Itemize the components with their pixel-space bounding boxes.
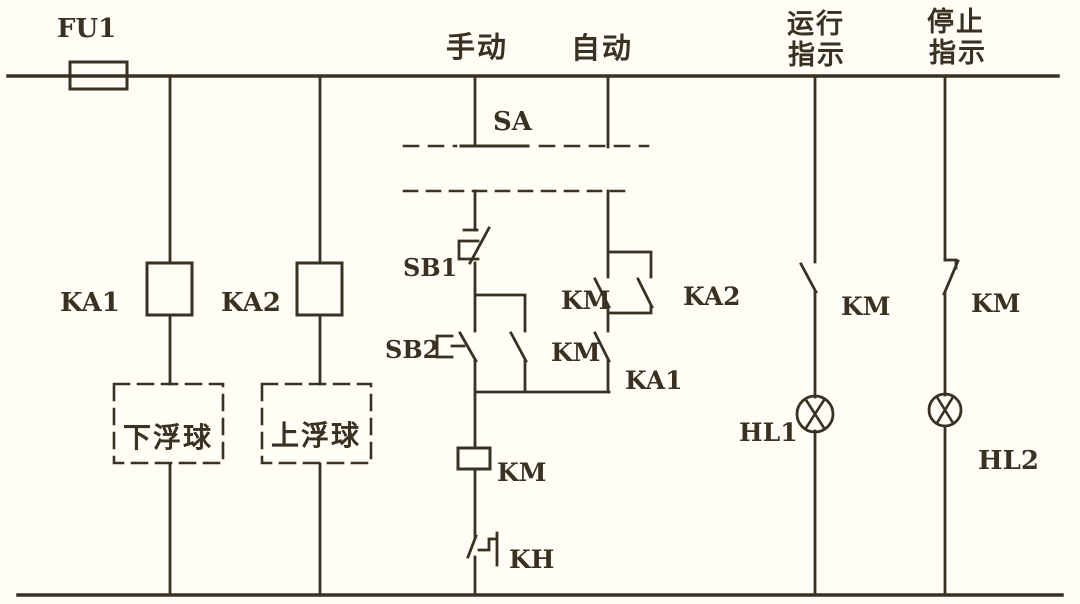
ka2-contact-symbol [636,277,654,309]
fuse-label: FU1 [57,14,116,44]
manual-branch-wire [473,189,611,595]
ka2-contact-label: KA2 [683,282,741,311]
km-auto-contact-label: KM [561,286,610,315]
sa-drop-wires [473,75,610,149]
km-coil-label: KM [497,458,546,487]
km-stop-contact-symbol [942,258,960,296]
km-run-contact-label: KM [841,292,890,321]
hl1-lamp-label: HL1 [739,418,798,447]
hl1-lamp-symbol [795,394,835,434]
sa-label: SA [493,107,533,137]
hl1-lamp-cross [804,398,826,430]
ka1-contact-label: KA1 [625,366,683,395]
km-stop-contact-label: KM [971,289,1020,318]
fuse-symbol [68,60,129,91]
km-run-contact-symbol [799,262,818,294]
kh-thermal-contact-symbol [466,531,499,567]
sb1-label: SB1 [403,253,457,282]
ka1-contact-symbol [593,331,611,363]
km-selfhold-contact-symbol [509,331,528,363]
hl2-lamp-symbol [927,392,963,428]
kh-label: KH [509,545,554,574]
lower-float-label: 下浮球 [123,421,213,454]
manual-mode-label: 手动 [446,30,508,64]
km-auto-contact-symbol [593,277,611,309]
hl2-lamp-cross [935,395,955,425]
ka1-coil-label: KA1 [60,288,120,318]
stop-indicator-label-line1: 停止 [927,6,985,38]
hl2-lamp-label: HL2 [978,446,1039,476]
ka2-coil-label: KA2 [221,288,281,318]
auto-branch-wire [606,189,653,394]
km-selfhold-contact-label: KM [551,338,600,367]
upper-float-switch-box [260,382,373,465]
sb1-stop-button-symbol [457,226,491,265]
upper-float-label: 上浮球 [271,419,361,452]
sb2-start-button-symbol [435,331,478,363]
ka2-coil-symbol [295,261,344,317]
auto-mode-label: 自动 [571,31,633,65]
run-indicator-label-line2: 指示 [788,40,846,71]
lower-float-switch-box [112,382,225,465]
stop-indicator-label-line2: 指示 [929,38,987,69]
km-coil-symbol [456,446,492,471]
sb2-label: SB2 [385,335,439,364]
run-indicator-label-line1: 运行 [787,8,845,40]
ka1-coil-symbol [145,261,194,317]
